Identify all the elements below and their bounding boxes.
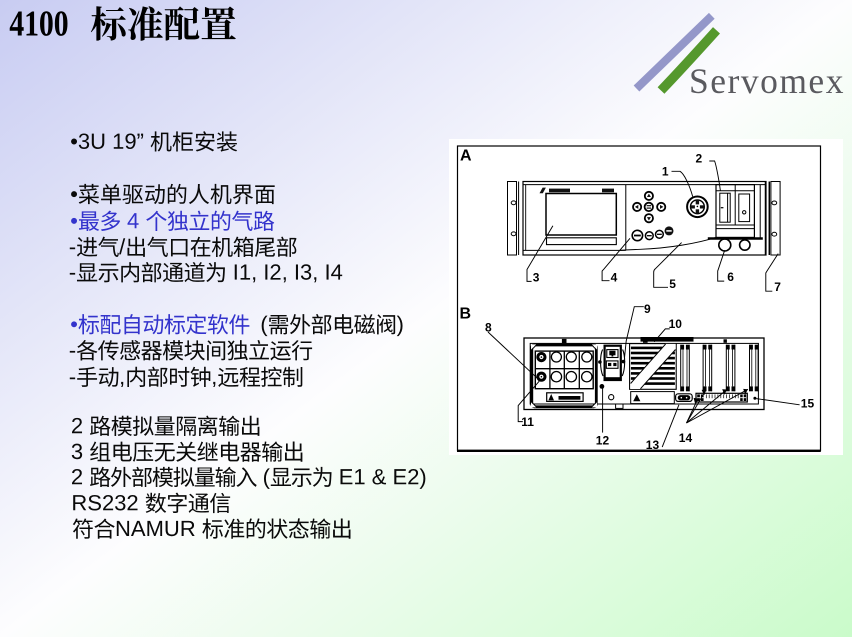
svg-text:8: 8 [485,321,492,335]
svg-text:11: 11 [521,415,534,429]
svg-text:9: 9 [644,302,651,316]
svg-text:3: 3 [533,271,540,285]
svg-text:12: 12 [596,433,610,447]
svg-text:2: 2 [696,152,703,166]
svg-text:1: 1 [662,165,669,179]
svg-text:15: 15 [801,396,815,410]
svg-text:13: 13 [646,438,660,452]
svg-text:10: 10 [669,317,683,331]
svg-text:4: 4 [611,270,618,284]
svg-text:B: B [460,306,472,323]
svg-text:5: 5 [669,277,676,291]
svg-text:A: A [460,148,472,165]
svg-text:6: 6 [727,270,734,284]
svg-text:14: 14 [679,431,693,445]
svg-text:7: 7 [774,280,781,294]
